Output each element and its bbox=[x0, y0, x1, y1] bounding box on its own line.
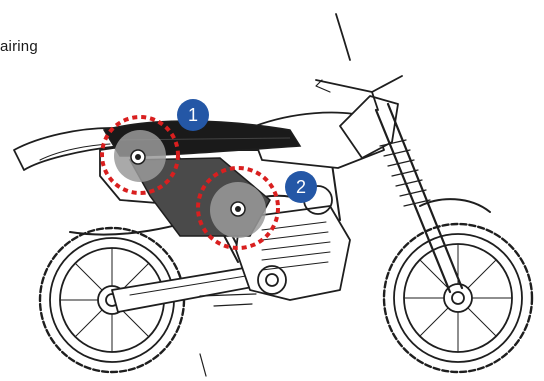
highlight-circle-upper bbox=[100, 115, 180, 195]
lower-bolt-icon bbox=[230, 201, 246, 217]
front-fender bbox=[419, 198, 491, 213]
front-wheel bbox=[382, 222, 534, 374]
mirror bbox=[335, 13, 351, 61]
callout-badge-2: 2 bbox=[285, 171, 317, 203]
callout-number-2: 2 bbox=[296, 177, 306, 197]
front-fork bbox=[374, 102, 464, 294]
callout-number-1: 1 bbox=[188, 105, 198, 125]
upper-bolt-icon bbox=[130, 149, 146, 165]
handlebar bbox=[315, 75, 403, 111]
caption-text: airing bbox=[0, 38, 38, 55]
callout-badge-1: 1 bbox=[177, 99, 209, 131]
highlight-circle-lower bbox=[196, 166, 280, 250]
engine bbox=[235, 185, 351, 301]
